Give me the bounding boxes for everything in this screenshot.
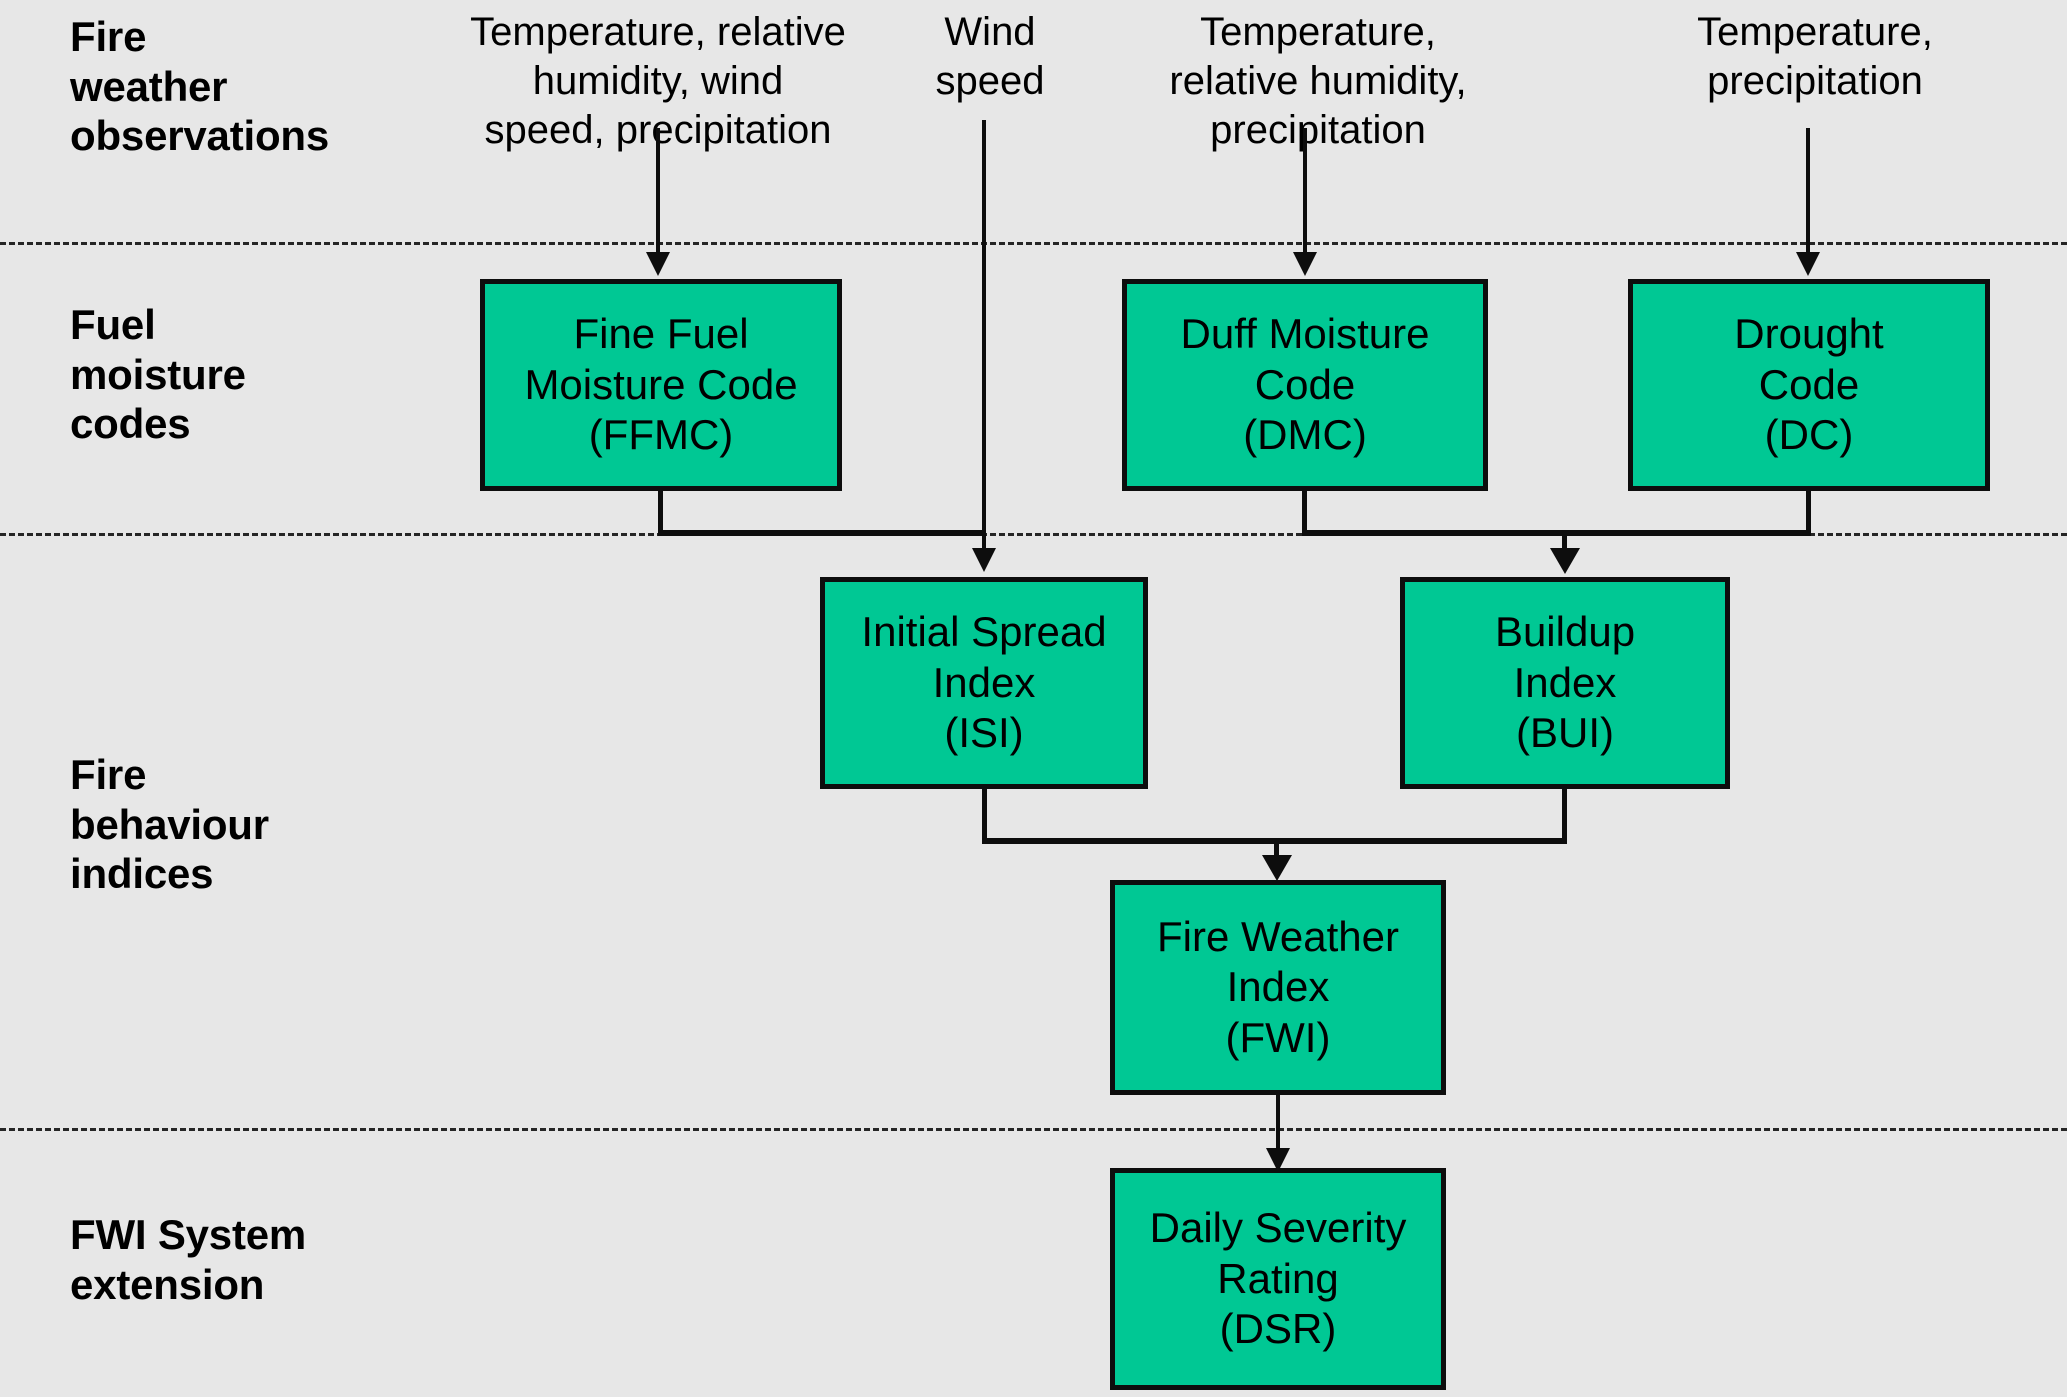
edge-obs-to-dc-arrowhead: [1796, 252, 1820, 276]
node-dsr[interactable]: Daily Severity Rating (DSR): [1110, 1168, 1446, 1390]
band-divider-observations-codes: [0, 242, 2067, 245]
edge-obs-to-dmc-arrowhead: [1293, 252, 1317, 276]
edge-obs-to-isi-line: [982, 120, 986, 552]
observation-caption-dc: Temperature, precipitation: [1697, 10, 1933, 103]
edge-obs-to-ffmc-arrowhead: [646, 252, 670, 276]
edge-to-fwi-arrowhead: [1262, 855, 1292, 881]
edge-to-bui-arrowhead: [1550, 548, 1580, 574]
observation-caption-ffmc: Temperature, relative humidity, wind spe…: [470, 10, 846, 152]
edge-bui-to-fwi-vertical: [1562, 787, 1567, 844]
band-label-fwi-system-extension: FWI System extension: [70, 1211, 307, 1308]
edge-obs-to-ffmc-line: [656, 128, 660, 256]
band-divider-codes-indices: [0, 533, 2067, 536]
edge-bui-to-fwi-horizontal: [1274, 838, 1567, 844]
node-dc[interactable]: Drought Code (DC): [1628, 279, 1990, 491]
observation-caption-dmc: Temperature, relative humidity, precipit…: [1169, 10, 1467, 152]
band-label-fire-behaviour-indices: Fire behaviour indices: [70, 751, 269, 898]
node-isi[interactable]: Initial Spread Index (ISI): [820, 577, 1148, 789]
edge-ffmc-to-isi-vertical: [658, 489, 663, 536]
band-label-fuel-moisture-codes: Fuel moisture codes: [70, 301, 246, 448]
edge-obs-to-dc-line: [1806, 128, 1810, 256]
node-bui[interactable]: Buildup Index (BUI): [1400, 577, 1730, 789]
edge-dc-to-bui-vertical: [1806, 489, 1811, 536]
edge-to-fwi-line: [1274, 838, 1279, 864]
edge-ffmc-to-isi-horizontal: [658, 530, 986, 536]
edge-obs-to-isi-arrowhead: [972, 548, 996, 572]
edge-dmc-to-bui-horizontal: [1302, 530, 1568, 536]
edge-isi-to-fwi-horizontal: [982, 838, 1277, 844]
observation-caption-isi: Wind speed: [935, 10, 1045, 103]
edge-dc-to-bui-horizontal: [1562, 530, 1811, 536]
band-label-fire-weather-observations: Fire weather observations: [70, 13, 330, 160]
edge-isi-to-fwi-vertical: [982, 787, 987, 844]
edge-obs-to-dmc-line: [1303, 128, 1307, 256]
edge-to-bui-line: [1562, 530, 1567, 552]
edge-dmc-to-bui-vertical: [1302, 489, 1307, 536]
band-divider-indices-extension: [0, 1128, 2067, 1131]
node-ffmc[interactable]: Fine Fuel Moisture Code (FFMC): [480, 279, 842, 491]
node-dmc[interactable]: Duff Moisture Code (DMC): [1122, 279, 1488, 491]
edge-fwi-to-dsr-line: [1276, 1093, 1280, 1175]
node-fwi[interactable]: Fire Weather Index (FWI): [1110, 880, 1446, 1095]
